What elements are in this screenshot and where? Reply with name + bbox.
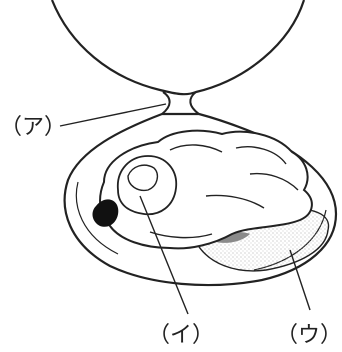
stalk xyxy=(162,92,199,114)
label-i: （イ） xyxy=(148,323,214,348)
upper-egg-outline xyxy=(52,0,304,94)
label-a: （ア） xyxy=(0,115,66,140)
label-u: （ウ） xyxy=(276,323,342,348)
